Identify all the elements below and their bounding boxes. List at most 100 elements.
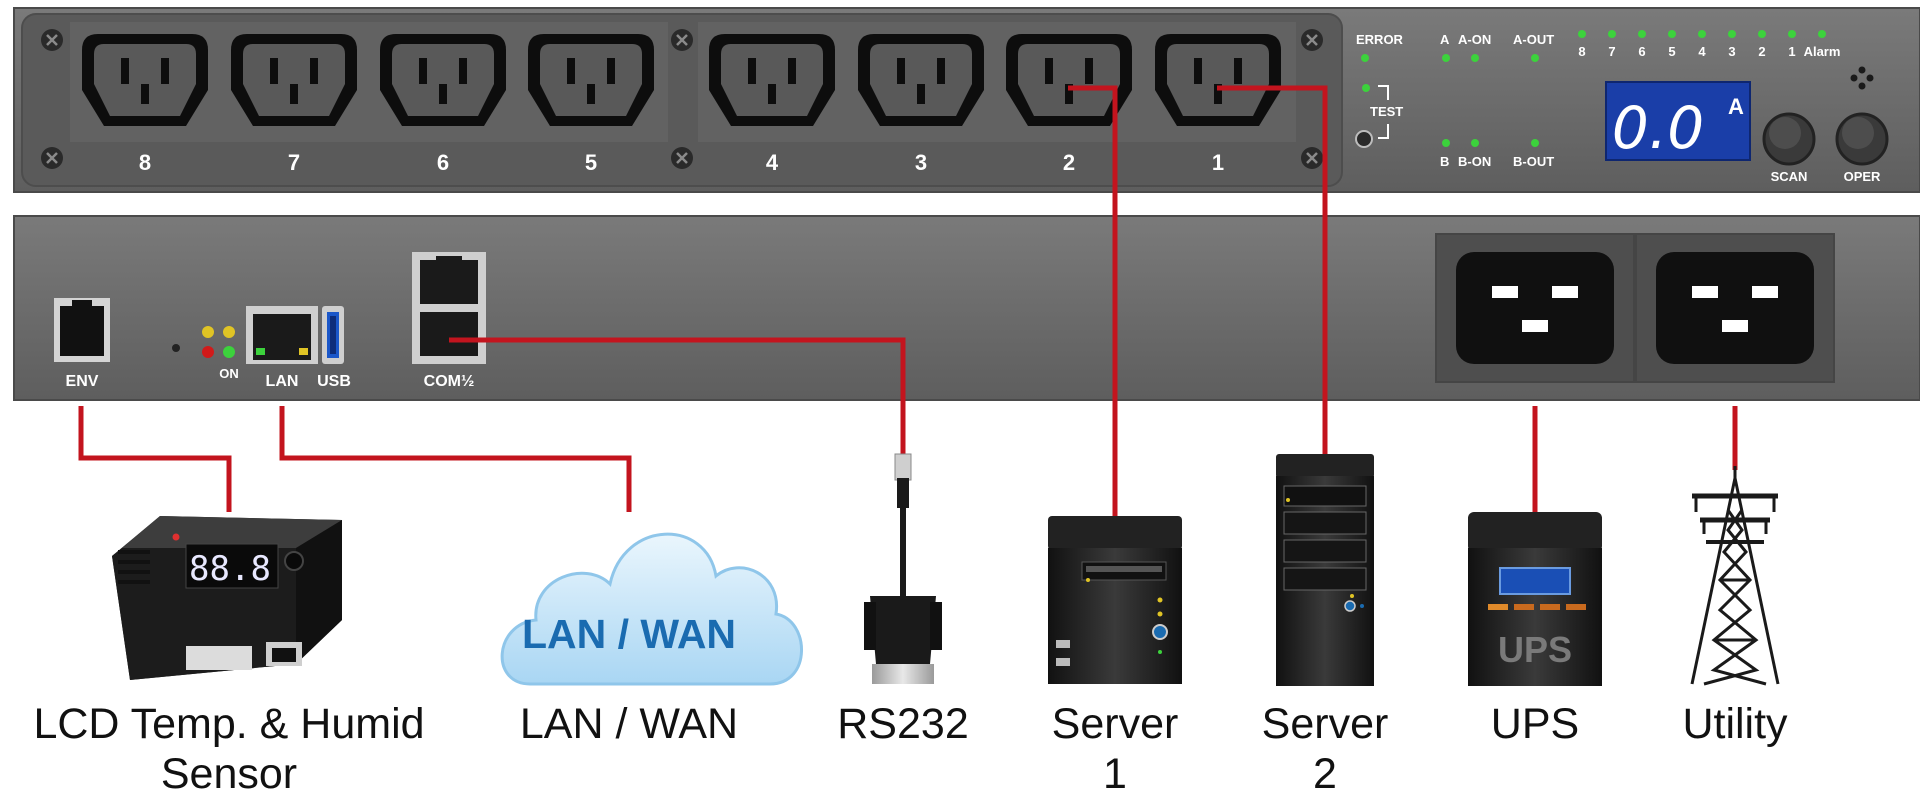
lan-wan-label: LAN / WAN [520,700,738,748]
outlet-group [82,34,1281,126]
utility-tower-icon [1690,466,1780,686]
outlet-8[interactable] [82,34,208,126]
oper-label: OPER [1844,169,1881,184]
cable-env-to-sensor [78,406,232,512]
rear-panel: ENV ON LAN USB COM½ [13,215,1920,401]
cable-outlet1-to-server2 [1217,85,1328,454]
outlet-label-6: 6 [437,150,449,175]
outlet-label-2: 2 [1063,150,1075,175]
b-out-led [1531,139,1539,147]
outlet-led-label-4: 4 [1698,44,1706,59]
current-reading: 0.0 [1612,94,1704,162]
outlet-label-4: 4 [766,150,779,175]
a-led [1442,54,1450,62]
lan-wan-cloud-icon: LAN / WAN [500,532,803,686]
outlet-led-label-2: 2 [1758,44,1765,59]
power-inlet-utility[interactable] [1635,233,1835,383]
scan-label: SCAN [1771,169,1808,184]
outlet-label-7: 7 [288,150,300,175]
test-label: TEST [1370,104,1403,119]
server-2-label-line1: Server [1262,700,1389,748]
outlet-led-label-3: 3 [1728,44,1735,59]
server-1-label-line1: Server [1052,700,1179,748]
usb-label: USB [317,373,351,390]
com-port[interactable] [412,252,486,364]
current-unit: A [1728,94,1744,119]
lan-port[interactable] [246,306,318,364]
test-led [1362,84,1370,92]
outlet-status-leds: 8 7 6 5 4 3 2 1 Alarm [1578,30,1840,59]
outlet-led-label-5: 5 [1668,44,1675,59]
sensor-label-line2: Sensor [161,750,297,798]
usb-port[interactable] [322,306,344,364]
b-on-led [1471,139,1479,147]
a-out-led [1531,54,1539,62]
outlet-label-1: 1 [1212,150,1224,175]
cable-com-to-rs232 [449,337,906,454]
ups-label: UPS [1491,700,1579,748]
ups-text: UPS [1498,629,1572,670]
ups-icon: UPS [1468,512,1602,686]
com-label: COM½ [424,373,475,390]
server-2-icon [1276,454,1374,686]
cable-outlet2-to-server1 [1068,85,1118,518]
cloud-text: LAN / WAN [522,611,736,657]
power-inlet-ups[interactable] [1435,233,1635,383]
cable-lan-to-cloud [279,406,632,512]
screw-icons [41,29,1323,169]
sensor-label-line1: LCD Temp. & Humid [33,700,424,748]
error-label: ERROR [1356,32,1404,47]
b-on-label: B-ON [1458,154,1491,169]
a-on-led [1471,54,1479,62]
env-label: ENV [66,373,99,390]
outlet-1[interactable] [1155,34,1281,126]
buzzer-icon [1850,66,1874,90]
a-on-label: A-ON [1458,32,1491,47]
outlet-2[interactable] [1006,34,1132,126]
outlet-7[interactable] [231,34,357,126]
alarm-led-label: Alarm [1804,44,1841,59]
red-led [202,346,214,358]
yellow-led [223,326,235,338]
temp-humidity-sensor: 88.8 [112,516,342,680]
b-out-label: B-OUT [1513,154,1554,169]
server-1-icon [1048,516,1182,684]
sensor-display: 88.8 [189,549,271,589]
outlet-led-label-1: 1 [1788,44,1795,59]
status-indicators: ERROR TEST A A-ON A-OUT B B-ON B-OUT [1355,30,1840,169]
a-label: A [1440,32,1450,47]
outlet-number-labels: 8 7 6 5 4 3 2 1 [139,150,1224,175]
rs232-cable-icon [864,453,942,684]
outlet-6[interactable] [380,34,506,126]
cables [78,85,1738,518]
test-button[interactable] [1355,130,1373,148]
outlet-label-8: 8 [139,150,151,175]
outlet-led-label-7: 7 [1608,44,1615,59]
front-panel: 8 7 6 5 4 3 2 1 ERROR TEST A A-ON A-OUT [13,7,1920,193]
outlet-led-label-6: 6 [1638,44,1645,59]
current-display: 0.0 A [1605,81,1751,162]
rs232-label: RS232 [837,700,968,748]
b-led [1442,139,1450,147]
outlet-4[interactable] [709,34,835,126]
outlet-5[interactable] [528,34,654,126]
env-port[interactable] [54,298,110,362]
error-led [1361,54,1369,62]
device-labels: LCD Temp. & Humid Sensor LAN / WAN RS232… [33,700,1788,798]
a-out-label: A-OUT [1513,32,1554,47]
oper-button[interactable] [1835,112,1889,166]
outlet-3[interactable] [858,34,984,126]
server-2-label-line2: 2 [1313,750,1337,798]
utility-label: Utility [1682,700,1788,748]
server-1-label-line2: 1 [1103,750,1127,798]
b-label: B [1440,154,1449,169]
reset-pinhole[interactable] [172,344,180,352]
scan-button[interactable] [1762,112,1816,166]
green-led [223,346,235,358]
outlet-label-3: 3 [915,150,927,175]
outlet-led-label-8: 8 [1578,44,1585,59]
yellow-led [202,326,214,338]
lan-label: LAN [266,373,299,390]
outlet-label-5: 5 [585,150,597,175]
